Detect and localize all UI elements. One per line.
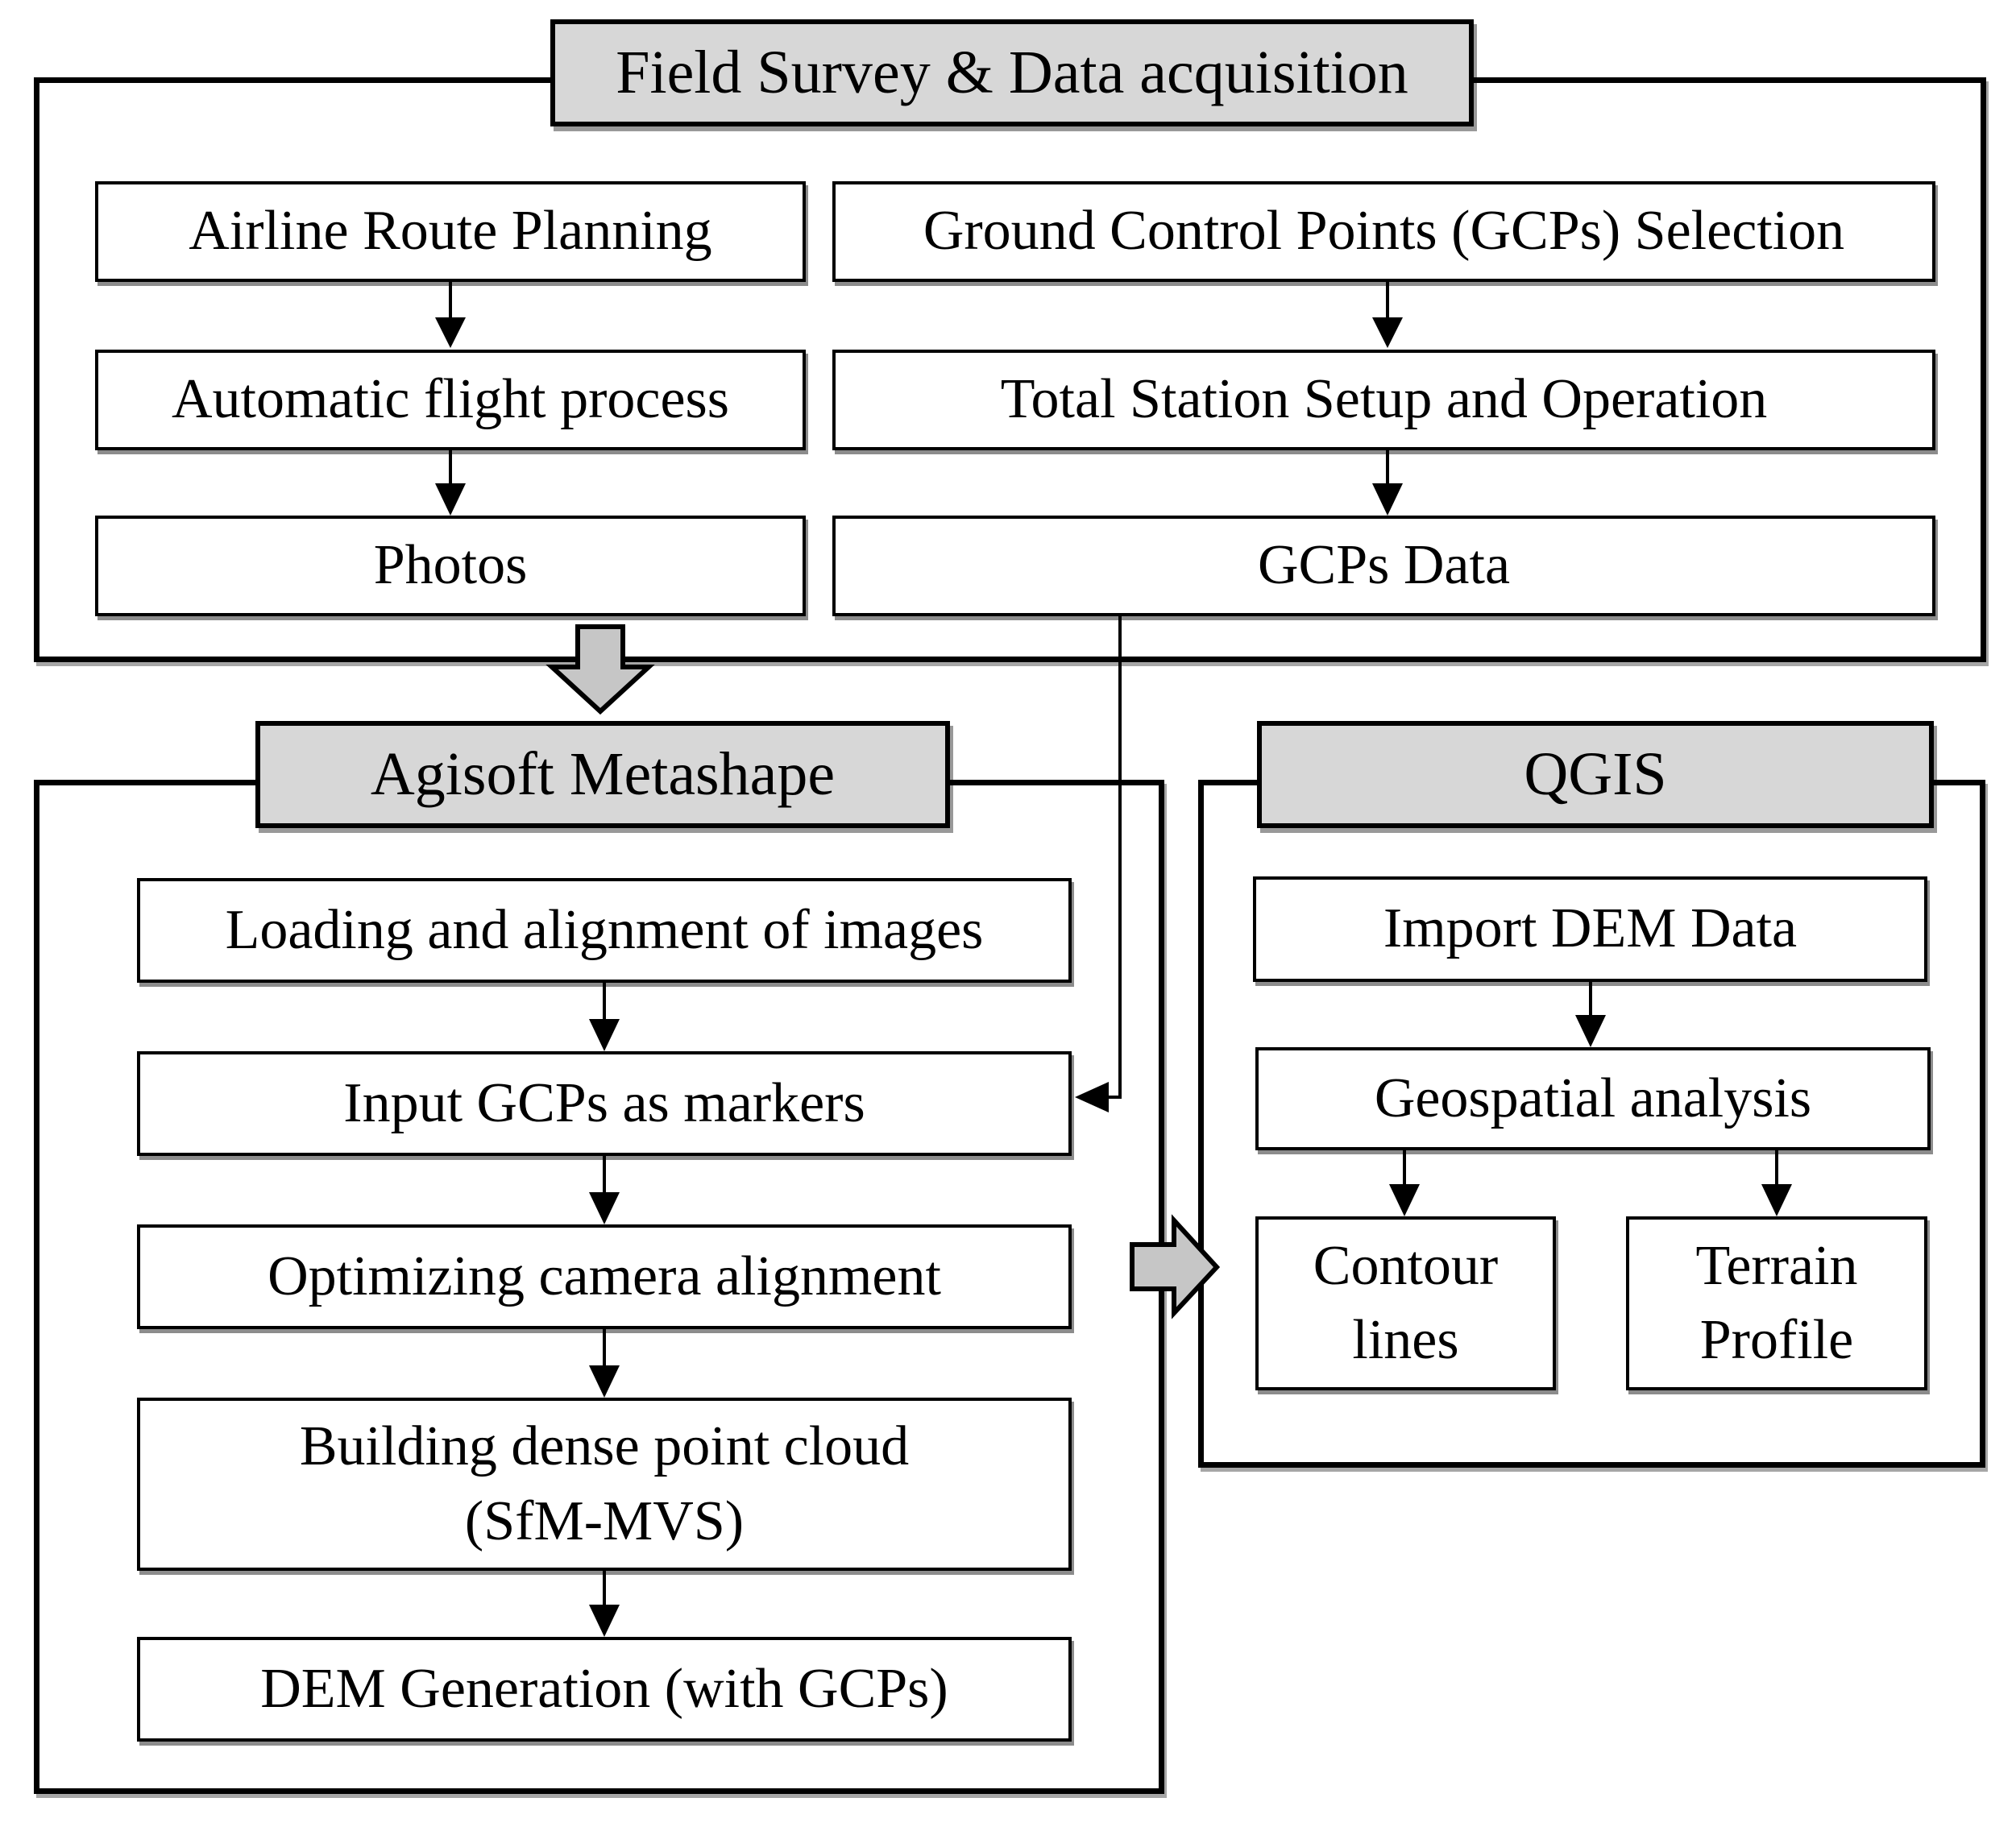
box-contour-lines: Contour lines — [1255, 1216, 1556, 1390]
section-title-qgis: QGIS — [1257, 721, 1934, 828]
box-optimizing-camera-alignment: Optimizing camera alignment — [137, 1224, 1072, 1329]
box-geospatial-analysis: Geospatial analysis — [1255, 1047, 1931, 1150]
box-airline-route-planning: Airline Route Planning — [95, 181, 806, 282]
box-total-station-setup: Total Station Setup and Operation — [832, 350, 1935, 450]
box-gcps-selection: Ground Control Points (GCPs) Selection — [832, 181, 1935, 282]
box-gcps-data: GCPs Data — [832, 516, 1935, 616]
box-loading-alignment-images: Loading and alignment of images — [137, 878, 1072, 983]
box-terrain-profile: Terrain Profile — [1626, 1216, 1927, 1390]
box-import-dem-data: Import DEM Data — [1253, 876, 1927, 982]
box-photos: Photos — [95, 516, 806, 616]
section-title-field-survey: Field Survey & Data acquisition — [550, 19, 1474, 126]
box-automatic-flight-process: Automatic flight process — [95, 350, 806, 450]
box-input-gcps-as-markers: Input GCPs as markers — [137, 1051, 1072, 1156]
section-title-agisoft-metashape: Agisoft Metashape — [255, 721, 950, 828]
box-building-dense-point-cloud: Building dense point cloud (SfM-MVS) — [137, 1398, 1072, 1571]
box-dem-generation: DEM Generation (with GCPs) — [137, 1637, 1072, 1742]
